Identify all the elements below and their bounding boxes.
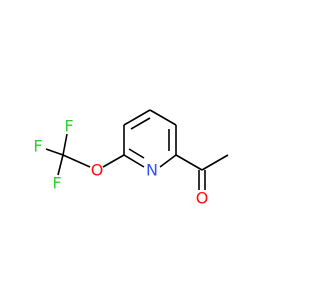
pyridine-nitrogen-label: N [146, 161, 158, 180]
fluorine-bottom-label: F [52, 174, 61, 193]
bond-ring-c2-carbonyl-c [175, 154, 203, 171]
fluorine-top-label: F [64, 117, 73, 136]
bond-o-ring-c [102, 154, 125, 168]
bond-ring-c4-c5-inner [130, 117, 151, 130]
bond-ring-c6-n-inner [128, 148, 145, 159]
bond-ring-n-c2 [159, 154, 177, 168]
bond-ring-c4-c5 [123, 109, 151, 126]
carbonyl-oxygen-label: O [196, 189, 209, 208]
bonds [45, 109, 229, 190]
bond-c-o-ether [62, 154, 91, 168]
ether-oxygen-label: O [91, 161, 104, 180]
fluorine-left-label: F [33, 137, 42, 156]
molecule-structure-canvas: F F F O N O [33, 109, 229, 208]
bond-c-f-top [62, 133, 68, 156]
bond-carbonyl-methyl [201, 154, 229, 171]
bond-c-f-left [45, 148, 64, 156]
bond-ring-c6-n [123, 154, 145, 168]
bond-ring-c3-c4 [149, 109, 177, 126]
atom-labels: F F F O N O [33, 117, 208, 208]
bond-c-f-bottom [57, 154, 64, 176]
